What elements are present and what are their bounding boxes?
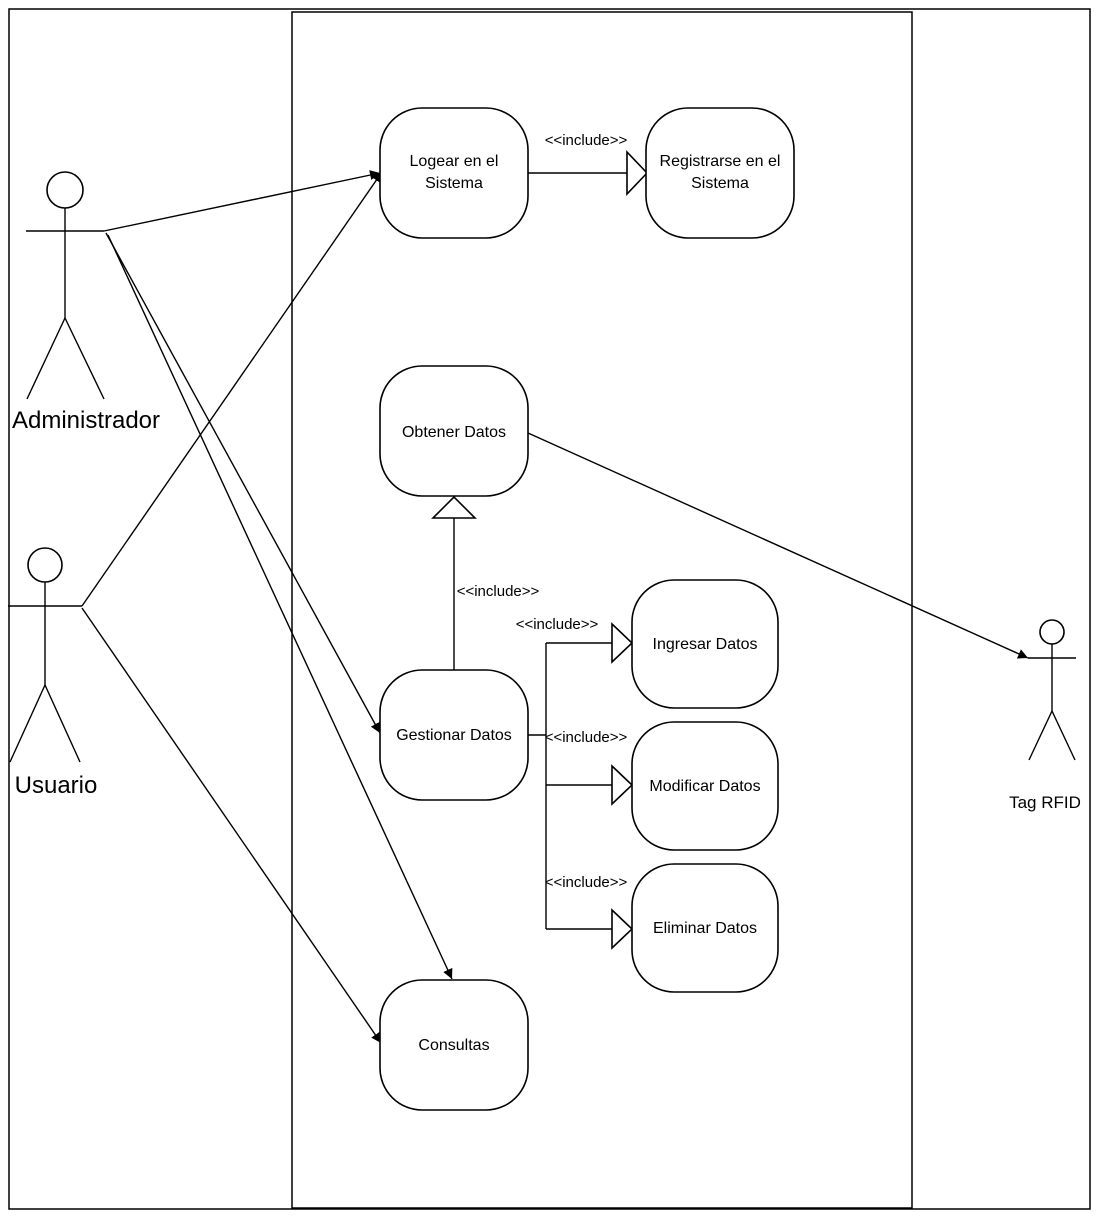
use-case-ingresar-datos: Ingresar Datos [631,579,779,709]
actor-tag-rfid-label: Tag RFID [1009,793,1081,812]
actor-administrador: Administrador [12,171,160,434]
actor-administrador-leg-left [26,317,66,400]
use-case-registrarse-shape [645,107,795,239]
actor-usuario-leg-right [44,684,81,763]
include-label-eliminar: <<include>> [545,874,628,891]
use-case-modificar-datos: Modificar Datos [631,721,779,851]
include-arrowhead-eliminar [611,908,634,950]
actor-usuario-leg-left [9,684,46,763]
include-label-registrarse: <<include>> [545,132,628,149]
use-case-gestionar-datos-label: Gestionar Datos [396,727,512,744]
assoc-admin-logear [103,170,381,232]
assoc-obtener-tag [527,432,1029,659]
use-case-obtener-datos: Obtener Datos [379,365,529,497]
include-arrowhead-ingresar [611,622,634,664]
assoc-admin-gestionar [105,232,381,734]
outer-frame [8,8,1091,1210]
actor-tag-rfid: Tag RFID [1009,619,1081,812]
use-case-gestionar-datos-shape [379,669,529,801]
include-label-obtener: <<include>> [457,583,540,600]
use-case-registrarse-label-line2: Sistema [691,175,749,192]
use-case-logear-label-line1: Logear en el [410,153,499,170]
actor-tag-rfid-leg-right [1051,710,1076,761]
use-case-consultas-shape [379,979,529,1111]
actor-usuario-head [27,547,63,583]
include-arrowhead-registrarse [626,150,649,196]
use-case-modificar-datos-shape [631,721,779,851]
assoc-usuario-logear [81,171,383,607]
actor-tag-rfid-head [1039,619,1065,645]
use-case-ingresar-datos-shape [631,579,779,709]
system-boundary [291,11,913,1209]
use-case-consultas-label: Consultas [418,1037,489,1054]
use-case-logear-shape [379,107,529,239]
use-case-obtener-datos-shape [379,365,529,497]
actor-tag-rfid-leg-left [1028,710,1053,761]
use-case-registrarse: Registrarse en el Sistema [645,107,795,239]
use-case-logear: Logear en el Sistema [379,107,529,239]
assoc-usuario-consultas [81,607,382,1044]
actor-administrador-leg-right [64,317,105,400]
use-case-obtener-datos-label: Obtener Datos [402,424,506,441]
actor-usuario-label: Usuario [15,772,98,799]
use-case-eliminar-datos-label: Eliminar Datos [653,920,757,937]
actor-usuario: Usuario [8,547,98,799]
use-case-consultas: Consultas [379,979,529,1111]
include-arrowhead-obtener [431,495,477,519]
use-case-ingresar-datos-label: Ingresar Datos [653,636,758,653]
use-case-gestionar-datos: Gestionar Datos [379,669,529,801]
include-arrowhead-modificar [611,764,634,806]
include-label-modificar: <<include>> [545,729,628,746]
actor-administrador-label: Administrador [12,407,160,434]
use-case-logear-label-line2: Sistema [425,175,483,192]
include-label-ingresar: <<include>> [516,616,599,633]
use-case-registrarse-label-line1: Registrarse en el [660,153,781,170]
use-case-modificar-datos-label: Modificar Datos [649,778,760,795]
use-case-eliminar-datos-shape [631,863,779,993]
use-case-eliminar-datos: Eliminar Datos [631,863,779,993]
assoc-admin-consultas [107,234,453,980]
actor-administrador-head [46,171,84,209]
